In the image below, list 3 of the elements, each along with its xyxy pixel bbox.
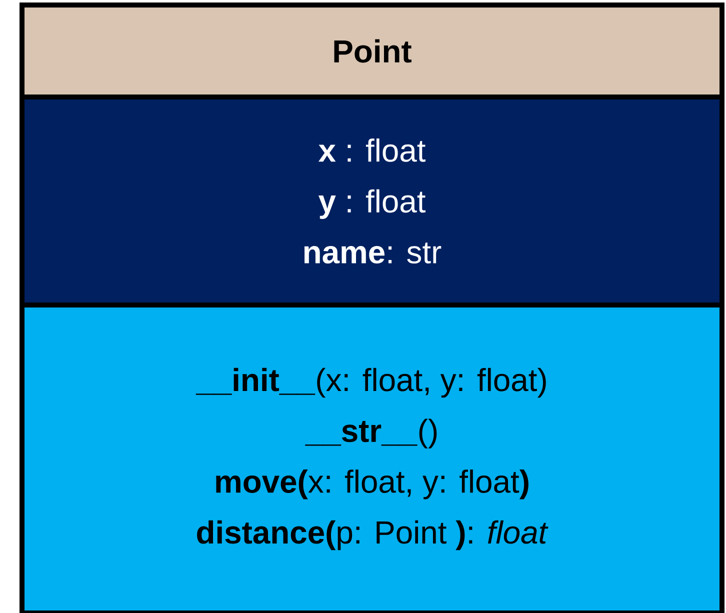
attributes-compartment: x : float y : float name: str — [20, 94, 724, 308]
class-name-compartment: Point — [20, 2, 724, 100]
methods-compartment: __init__(x: float, y: float) __str__() move(x: float, y: float) distance(p: Point ): float — [20, 302, 724, 613]
